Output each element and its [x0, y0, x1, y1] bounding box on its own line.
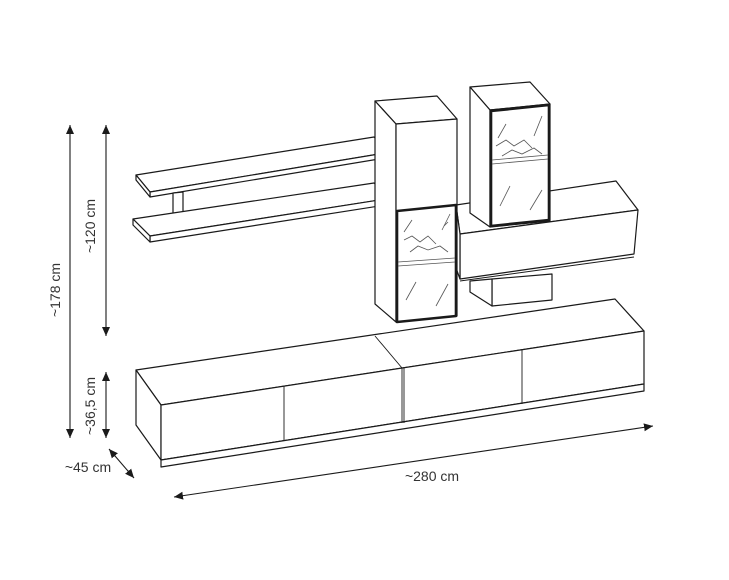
support-box-front [491, 273, 553, 307]
tall-cabinet-side [374, 100, 397, 323]
tall-cabinet-front [395, 118, 458, 323]
depth-arrow [108, 448, 135, 479]
lower-shelf-side [132, 218, 151, 243]
width-arrow [173, 423, 654, 500]
support-box-side [469, 278, 493, 307]
base-height-label: ~36,5 cm [82, 377, 98, 435]
depth-label: ~45 cm [65, 459, 111, 475]
total-height-label: ~178 cm [47, 263, 63, 317]
upper-height-label: ~120 cm [82, 199, 98, 253]
base-top-seam [374, 335, 403, 369]
tall-cabinet [374, 95, 458, 324]
vitrine-front [489, 103, 551, 228]
wall-shelves [132, 136, 393, 243]
vitrine-glass-door [489, 103, 551, 228]
upper-shelf-top [135, 136, 392, 193]
tv-base-unit [135, 298, 645, 468]
small-vitrine [469, 81, 551, 228]
tall-cabinet-glass-door [395, 203, 458, 324]
dimension-lines [66, 125, 654, 500]
upper-shelf-side [135, 174, 151, 198]
width-label: ~280 cm [405, 468, 459, 484]
vitrine-side [469, 86, 491, 228]
cabinet-bottom-edge [459, 256, 635, 282]
